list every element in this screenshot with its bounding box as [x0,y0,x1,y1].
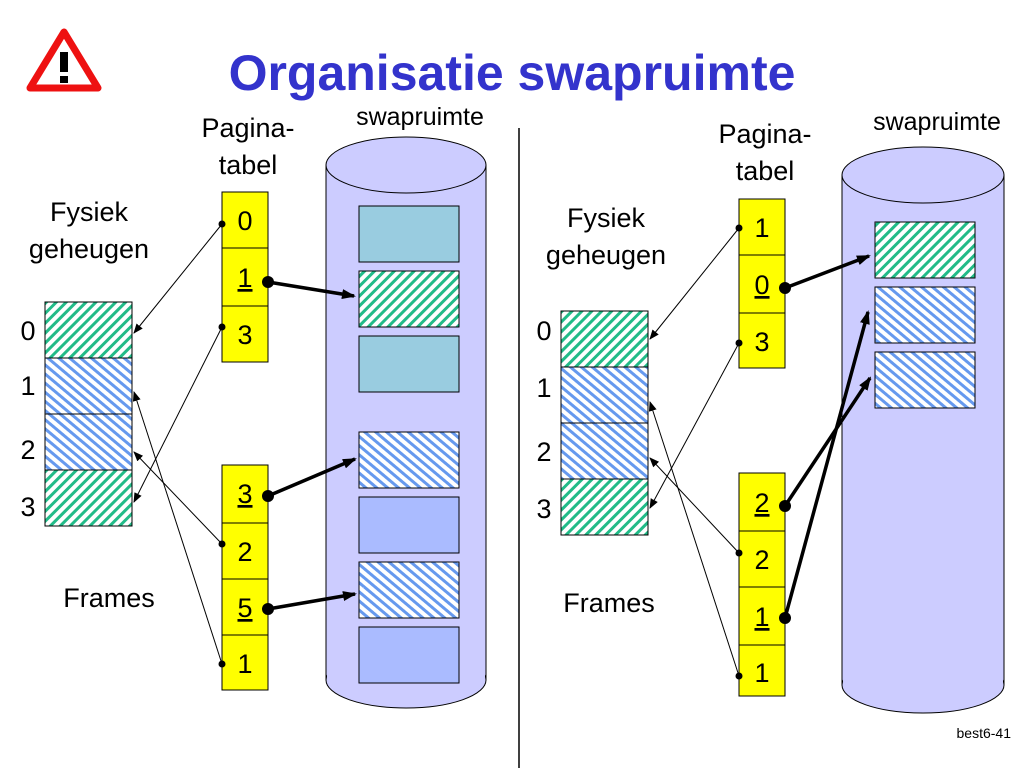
left-swap-block-5 [358,496,460,554]
right-page-table-label-1: Pagina- [718,119,811,149]
left-pt-bottom-cell-1 [221,522,269,580]
right-swap-arrows [783,254,872,619]
left-pt-bottom-value-1: 2 [237,537,252,567]
right-swap-cylinder [841,146,1005,714]
left-pt-bottom-value-2: 5 [237,593,252,623]
left-frame-0 [44,301,133,359]
warning-triangle-icon [26,28,102,92]
left-swap-dots [262,276,274,615]
right-panel: swapruimte Pagina- tabel Fysiek geheugen… [536,108,1005,714]
right-frame-number-0: 0 [536,316,551,346]
right-pt-bottom-value-0: 2 [754,488,769,518]
right-frame-arrows [648,227,740,677]
left-frame-arrows [132,223,223,665]
right-swap-block-2 [874,286,976,344]
left-pt-bottom-value-0: 3 [237,479,252,509]
left-frame-number-2: 2 [20,435,35,465]
right-memory-label-1: Fysiek [567,203,646,233]
right-swap-block-1 [874,221,976,279]
right-pt-bottom-value-1: 2 [754,545,769,575]
left-pt-bottom-cell-0 [221,464,269,524]
right-pt-bottom-value-2: 1 [754,602,769,632]
right-frame-1 [560,366,649,424]
left-pt-top-value-2: 3 [237,320,252,350]
left-frames-label: Frames [63,583,155,613]
left-swap-block-2 [358,270,460,328]
left-swap-arrows [267,280,357,611]
left-swap-block-3 [358,335,460,393]
right-pt-top-cell-0 [738,198,786,256]
right-pt-top-value-0: 1 [754,213,769,243]
left-frame-3 [44,469,133,527]
left-frame-1 [44,357,133,415]
right-pt-top-cell-2 [738,312,786,369]
left-frame-number-3: 3 [20,492,35,522]
slide-footer: best6-41 [957,725,1012,741]
left-frame-2 [44,413,133,471]
left-swap-label: swapruimte [356,103,484,131]
left-swap-block-6 [358,561,460,619]
right-frame-0 [560,310,649,368]
right-frame-number-3: 3 [536,494,551,524]
left-pt-bottom-value-3: 1 [237,649,252,679]
right-pt-bottom-cell-0 [738,472,786,532]
left-pt-top-cell-2 [221,305,269,363]
right-swap-label: swapruimte [873,108,1001,136]
left-page-table-label-2: tabel [219,150,278,180]
right-pt-bottom-cell-3 [738,644,786,697]
left-swap-block-7 [358,626,460,684]
right-pt-bottom-cell-1 [738,530,786,588]
left-table-dots [218,220,226,668]
right-table-dots [735,224,743,680]
left-memory-label-1: Fysiek [50,197,129,227]
left-panel: swapruimte Pagina- tabel Fysiek geheugen… [20,103,487,709]
right-memory-label-2: geheugen [546,240,666,270]
right-pt-bottom-cell-2 [738,586,786,646]
left-swap-block-1 [358,205,460,263]
right-page-table-label-2: tabel [736,156,795,186]
left-swap-block-4 [358,431,460,489]
left-frame-number-1: 1 [20,371,35,401]
right-pt-bottom-value-3: 1 [754,658,769,688]
right-frames-label: Frames [563,588,655,618]
right-frame-2 [560,422,649,480]
right-pt-top-value-2: 3 [754,327,769,357]
left-memory-label-2: geheugen [29,234,149,264]
left-pt-top-value-0: 0 [237,206,252,236]
left-page-table-label-1: Pagina- [201,113,294,143]
left-pt-top-value-1: 1 [237,263,252,293]
left-pt-bottom-cell-3 [221,634,269,691]
left-pt-bottom-cell-2 [221,578,269,636]
right-frame-number-1: 1 [536,373,551,403]
right-frame-number-2: 2 [536,437,551,467]
right-swap-block-3 [874,351,976,409]
right-swap-dots [779,282,791,624]
right-frame-3 [560,478,649,536]
right-pt-top-cell-1 [738,254,786,314]
left-pt-top-cell-0 [221,191,269,249]
slide-title: Organisatie swapruimte [229,45,796,101]
left-frame-number-0: 0 [20,316,35,346]
right-pt-top-value-1: 0 [754,270,769,300]
